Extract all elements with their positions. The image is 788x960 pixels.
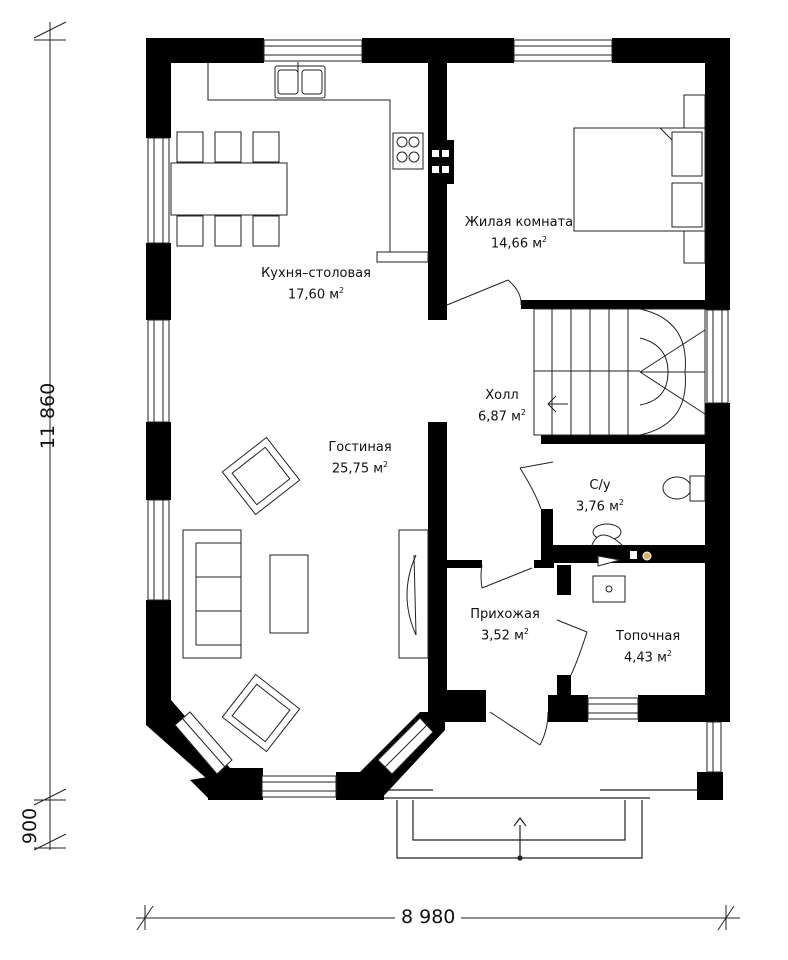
exterior-walls xyxy=(146,38,730,800)
room-label-entrance: Прихожая 3,52 м2 xyxy=(460,606,550,644)
kitchen-furniture xyxy=(170,62,429,263)
room-name: Холл xyxy=(485,388,519,403)
room-label-kitchen: Кухня–столовая 17,60 м2 xyxy=(246,265,386,303)
room-name: Топочная xyxy=(615,629,681,644)
room-area: 3,76 м2 xyxy=(576,498,624,515)
dimension-lines xyxy=(33,21,740,931)
porch xyxy=(380,789,700,861)
doors xyxy=(446,279,588,746)
room-label-bedroom: Жилая комната 14,66 м2 xyxy=(454,214,584,252)
living-furniture xyxy=(182,436,429,753)
wc-fixtures xyxy=(591,475,706,546)
room-name: Жилая комната xyxy=(464,215,574,230)
room-name: Гостиная xyxy=(328,440,392,455)
vent-blocks xyxy=(432,150,449,173)
room-area: 6,87 м2 xyxy=(478,408,526,425)
staircase xyxy=(533,308,706,436)
room-name: С/у xyxy=(589,478,611,493)
dimension-total-width: 8 980 xyxy=(395,906,462,928)
room-name: Кухня–столовая xyxy=(261,266,371,281)
dimension-total-height: 11 860 xyxy=(37,382,59,450)
room-area: 25,75 м2 xyxy=(331,460,389,477)
room-area: 4,43 м2 xyxy=(624,649,672,666)
dimension-porch-depth: 900 xyxy=(19,807,41,845)
room-area: 14,66 м2 xyxy=(490,235,548,252)
room-label-wc: С/у 3,76 м2 xyxy=(565,477,635,515)
room-area: 3,52 м2 xyxy=(481,627,529,644)
room-name: Прихожая xyxy=(470,607,540,622)
boiler-equipment xyxy=(592,551,652,603)
room-label-living: Гостиная 25,75 м2 xyxy=(305,439,415,477)
room-label-hall: Холл 6,87 м2 xyxy=(462,387,542,425)
bedroom-furniture xyxy=(573,94,706,264)
interior-walls xyxy=(428,38,705,722)
windows xyxy=(147,39,729,798)
room-area: 17,60 м2 xyxy=(287,286,345,303)
room-label-boiler: Топочная 4,43 м2 xyxy=(598,628,698,666)
